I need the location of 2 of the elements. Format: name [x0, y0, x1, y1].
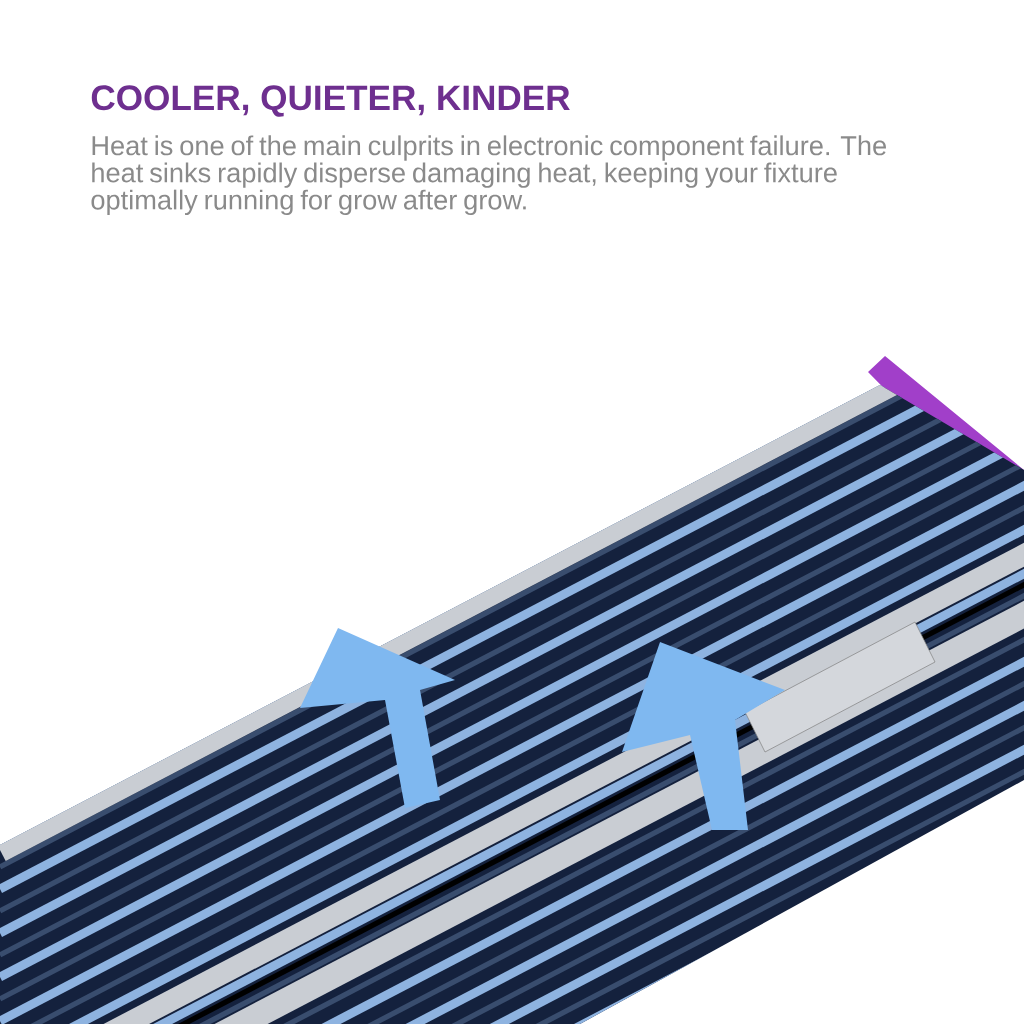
- body-text: Heat is one of the main culprits in electronic component failure. The heat sinks rapidly disperse damaging heat, keeping your fixture optimally running for grow after grow.: [91, 135, 886, 215]
- title: COOLER, QUIETER, KINDER: [91, 85, 570, 117]
